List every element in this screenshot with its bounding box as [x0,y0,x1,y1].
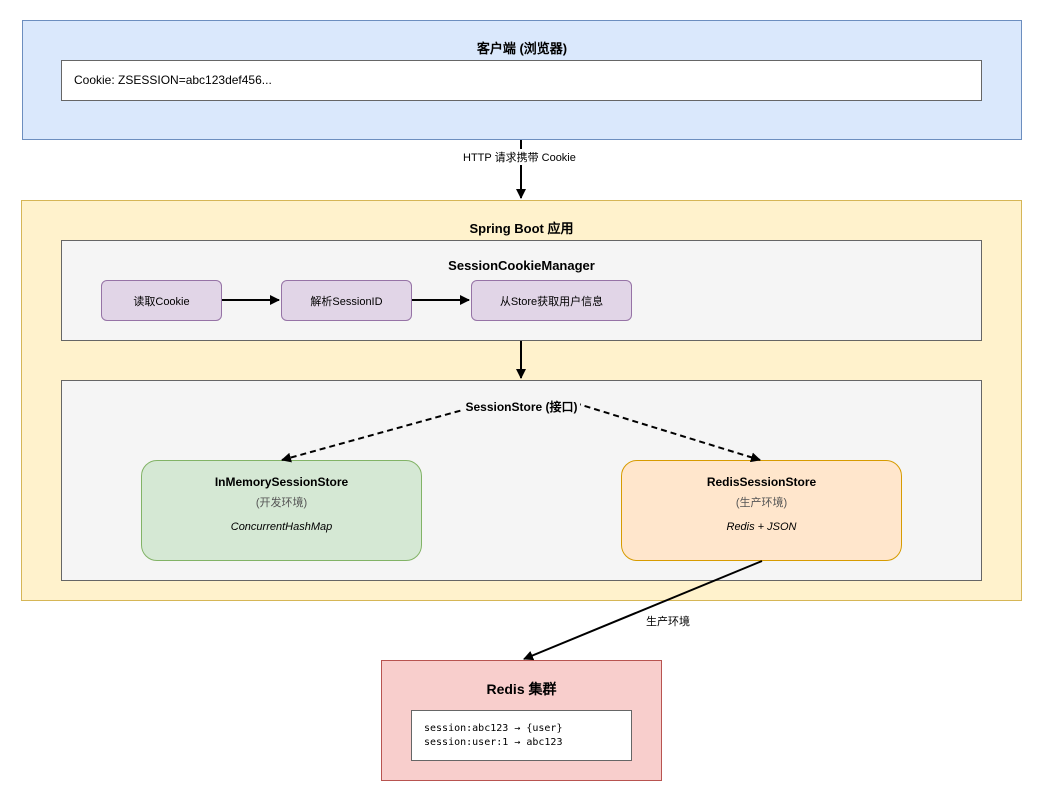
redis-store-name: RedisSessionStore [706,475,817,489]
step-parse-session-id: 解析SessionID [281,280,412,321]
prod-label: 生产环境 [646,613,690,629]
cookie-value: Cookie: ZSESSION=abc123def456... [74,73,272,87]
store-title-text: SessionStore (接口) [463,400,580,414]
redis-store-impl: Redis + JSON [726,521,797,533]
cluster-title: Redis 集群 [486,681,557,697]
step-read-cookie: 读取Cookie [101,280,222,321]
redis-store-env: (生产环境) [735,497,788,509]
manager-title: SessionCookieManager [448,258,595,273]
inmemory-name: InMemorySessionStore [214,475,349,489]
arrow-redis-store-to-cluster [523,560,763,661]
client-title: 客户端 (浏览器) [476,41,568,56]
store-title: SessionStore (接口) [61,398,982,415]
arrow-store-to-inmemory [281,407,471,463]
request-label: HTTP 请求携带 Cookie [463,149,576,165]
arrow-store-to-redis-store [574,402,761,463]
redis-session-store-box: RedisSessionStore (生产环境) Redis + JSON [621,460,902,561]
inmemory-env: (开发环境) [255,497,308,509]
spring-title: Spring Boot 应用 [469,221,574,236]
step-fetch-user-info: 从Store获取用户信息 [471,280,632,321]
cookie-field: Cookie: ZSESSION=abc123def456... [61,60,982,101]
inmemory-session-store-box: InMemorySessionStore (开发环境) ConcurrentHa… [141,460,422,561]
redis-keys-box: session:abc123 → {user} session:user:1 →… [411,710,632,761]
redis-key-line: session:user:1 → abc123 [424,737,563,748]
redis-key-line: session:abc123 → {user} [424,723,563,734]
inmemory-impl: ConcurrentHashMap [230,521,333,533]
